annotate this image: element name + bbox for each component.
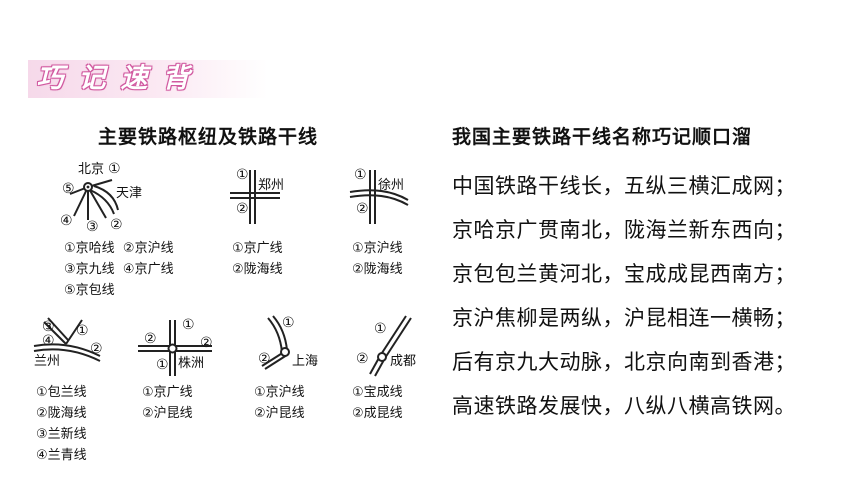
legend-item: ②陇海线 — [36, 406, 87, 421]
hub-beijing-other-city: 天津 — [116, 186, 143, 201]
hub-beijing-mark: ⑤ — [62, 181, 75, 197]
legend-item: ①宝成线 — [352, 385, 403, 400]
hub-chengdu-legend: ①宝成线 ②成昆线 — [352, 382, 403, 424]
legend-item: ①京沪线 — [254, 385, 305, 400]
legend-item: ②沪昆线 — [142, 406, 193, 421]
banner-char: 速 — [120, 63, 148, 94]
rhyme-line: 中国铁路干线长，五纵三横汇成网； — [452, 174, 796, 198]
hub-lanzhou-legend: ①包兰线 ②陇海线 ③兰新线 ④兰青线 — [36, 382, 87, 466]
hub-zhengzhou-tracks — [230, 170, 280, 224]
hub-zhuzhou-mark: ② — [200, 335, 213, 351]
hub-beijing-city: 北京 — [78, 162, 105, 177]
legend-item: ①京哈线 — [64, 241, 115, 256]
hub-beijing-legend: ①京哈线 ②京沪线 ③京九线 ④京广线 ⑤京包线 — [64, 238, 174, 301]
hub-shanghai-tracks — [261, 315, 290, 370]
banner-char: 巧 — [36, 63, 64, 94]
hub-zhengzhou-mark: ① — [236, 167, 249, 183]
legend-item: ②陇海线 — [232, 262, 283, 277]
hub-xuzhou-tracks — [349, 170, 409, 224]
hub-lanzhou-tracks — [33, 317, 101, 362]
hub-shanghai-mark: ① — [282, 315, 295, 331]
hub-chengdu-mark: ① — [374, 321, 387, 337]
legend-item: ②沪昆线 — [254, 406, 305, 421]
hub-xuzhou-legend: ①京沪线 ②陇海线 — [352, 238, 403, 280]
banner-char: 背 — [162, 63, 190, 94]
legend-item: ①京广线 — [142, 385, 193, 400]
hub-chengdu-mark: ② — [356, 351, 369, 367]
legend-item: ②陇海线 — [352, 262, 403, 277]
hub-zhuzhou-tracks — [138, 320, 212, 376]
hub-lanzhou-mark: ① — [76, 323, 89, 339]
hub-lanzhou-mark: ④ — [42, 333, 55, 349]
legend-item: ①京广线 — [232, 241, 283, 256]
hub-lanzhou-city: 兰州 — [34, 354, 61, 369]
legend-item: ②成昆线 — [352, 406, 403, 421]
hub-lanzhou-mark: ② — [90, 341, 103, 357]
legend-item: ④兰青线 — [36, 448, 87, 463]
hub-beijing-mark: ② — [110, 217, 123, 233]
section-banner — [28, 60, 268, 98]
hub-xuzhou-mark: ② — [356, 201, 369, 217]
hub-xuzhou-city: 徐州 — [378, 178, 405, 193]
hub-zhuzhou-mark: ① — [182, 317, 195, 333]
hub-shanghai-city: 上海 — [292, 354, 319, 369]
hub-zhuzhou-mark: ① — [156, 357, 169, 373]
rhyme-line: 京哈京广贯南北，陇海兰新东西向； — [452, 218, 796, 242]
legend-item: ④京广线 — [122, 262, 174, 277]
hub-shanghai-legend: ①京沪线 ②沪昆线 — [254, 382, 305, 424]
rhyme-line: 京沪焦柳是两纵，沪昆相连一横畅； — [452, 306, 796, 330]
right-title: 我国主要铁路干线名称巧记顺口溜 — [452, 126, 753, 148]
hub-shanghai-mark: ② — [258, 351, 271, 367]
hub-zhengzhou-mark: ② — [236, 201, 249, 217]
hub-beijing-mark: ④ — [60, 213, 73, 229]
hub-zhengzhou-legend: ①京广线 ②陇海线 — [232, 238, 283, 280]
legend-item: ③京九线 — [64, 262, 115, 277]
left-title: 主要铁路枢纽及铁路干线 — [98, 126, 319, 148]
banner-char: 记 — [78, 63, 106, 94]
hub-chengdu-tracks — [369, 315, 412, 377]
rhyme-line: 京包包兰黄河北，宝成成昆西南方； — [452, 262, 796, 286]
hub-chengdu-city: 成都 — [390, 354, 417, 369]
hub-zhengzhou-city: 郑州 — [258, 178, 285, 193]
hub-lanzhou-mark: ③ — [42, 319, 55, 335]
legend-item: ③兰新线 — [36, 427, 87, 442]
hub-beijing-mark: ③ — [86, 219, 99, 235]
section-banner-title: 巧 记 速 背 — [34, 62, 192, 96]
legend-item: ⑤京包线 — [64, 283, 115, 298]
hub-zhuzhou-mark: ② — [144, 331, 157, 347]
legend-item: ②京沪线 — [122, 241, 174, 256]
hub-zhuzhou-legend: ①京广线 ②沪昆线 — [142, 382, 193, 424]
hub-beijing-tracks — [69, 179, 119, 220]
hub-zhuzhou-city: 株洲 — [178, 356, 205, 371]
rhyme-line: 高速铁路发展快，八纵八横高铁网。 — [452, 394, 796, 418]
legend-item: ①京沪线 — [352, 241, 403, 256]
rhyme-text: 中国铁路干线长，五纵三横汇成网； 京哈京广贯南北，陇海兰新东西向； 京包包兰黄河… — [452, 164, 852, 428]
legend-item: ①包兰线 — [36, 385, 87, 400]
hub-beijing-mark: ① — [108, 161, 121, 177]
hub-xuzhou-mark: ① — [354, 167, 367, 183]
rhyme-line: 后有京九大动脉，北京向南到香港； — [452, 350, 796, 374]
